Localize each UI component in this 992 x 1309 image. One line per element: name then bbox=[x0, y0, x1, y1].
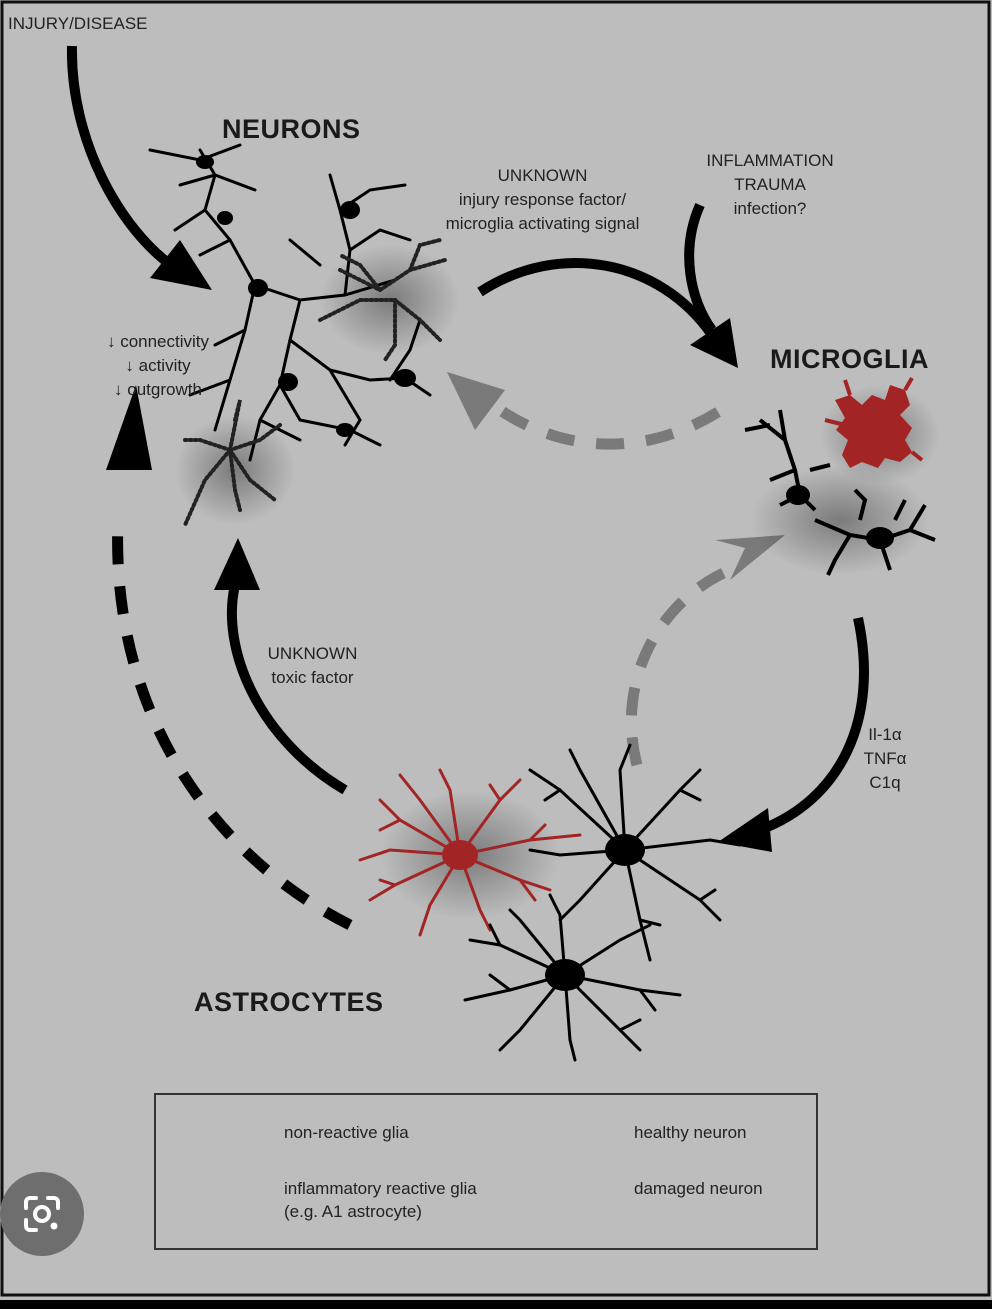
injury-disease-label: INJURY/DISEASE bbox=[8, 14, 148, 33]
toxic-factor-arrow bbox=[214, 538, 348, 795]
microglia-to-astrocytes-arrow bbox=[718, 616, 869, 852]
legend-non-reactive-label: non-reactive glia bbox=[284, 1123, 409, 1142]
neurons-to-microglia-arrow bbox=[477, 258, 738, 368]
gray-dashed-microglia-to-neurons-arrow bbox=[447, 372, 721, 450]
dashed-feedback-arrow bbox=[106, 385, 353, 930]
unknown-toxic-factor-label: UNKNOWN toxic factor bbox=[267, 644, 358, 687]
legend-inflammatory-label: inflammatory reactive glia (e.g. A1 astr… bbox=[284, 1179, 477, 1221]
unknown-activating-signal-label: UNKNOWN injury response factor/ microgli… bbox=[445, 166, 640, 233]
inflammation-label: INFLAMMATION TRAUMA infection? bbox=[706, 151, 834, 218]
google-lens-button[interactable] bbox=[0, 1172, 84, 1256]
microglia-cluster-illustration bbox=[744, 376, 940, 576]
neurons-cluster-illustration bbox=[148, 143, 460, 527]
neurons-title: NEURONS bbox=[222, 114, 361, 144]
gray-dashed-astrocytes-to-microglia-arrow bbox=[625, 535, 785, 767]
legend-damaged-neuron-label: damaged neuron bbox=[634, 1179, 763, 1198]
inflammation-arrow bbox=[684, 202, 717, 333]
bottom-edge bbox=[0, 1300, 992, 1309]
legend: non-reactive glia inflammatory reactive … bbox=[154, 1093, 818, 1250]
astrocytes-cluster-illustration bbox=[358, 743, 742, 1062]
microglia-title: MICROGLIA bbox=[770, 344, 929, 374]
neuron-effects-label: ↓ connectivity ↓ activity ↓ outgrowth bbox=[106, 332, 210, 399]
astrocytes-title: ASTROCYTES bbox=[194, 987, 384, 1017]
legend-healthy-neuron-label: healthy neuron bbox=[634, 1123, 747, 1142]
google-lens-icon bbox=[24, 1196, 60, 1232]
injury-arrow bbox=[66, 45, 212, 290]
cytokines-label: Il-1α TNFα C1q bbox=[863, 725, 907, 792]
